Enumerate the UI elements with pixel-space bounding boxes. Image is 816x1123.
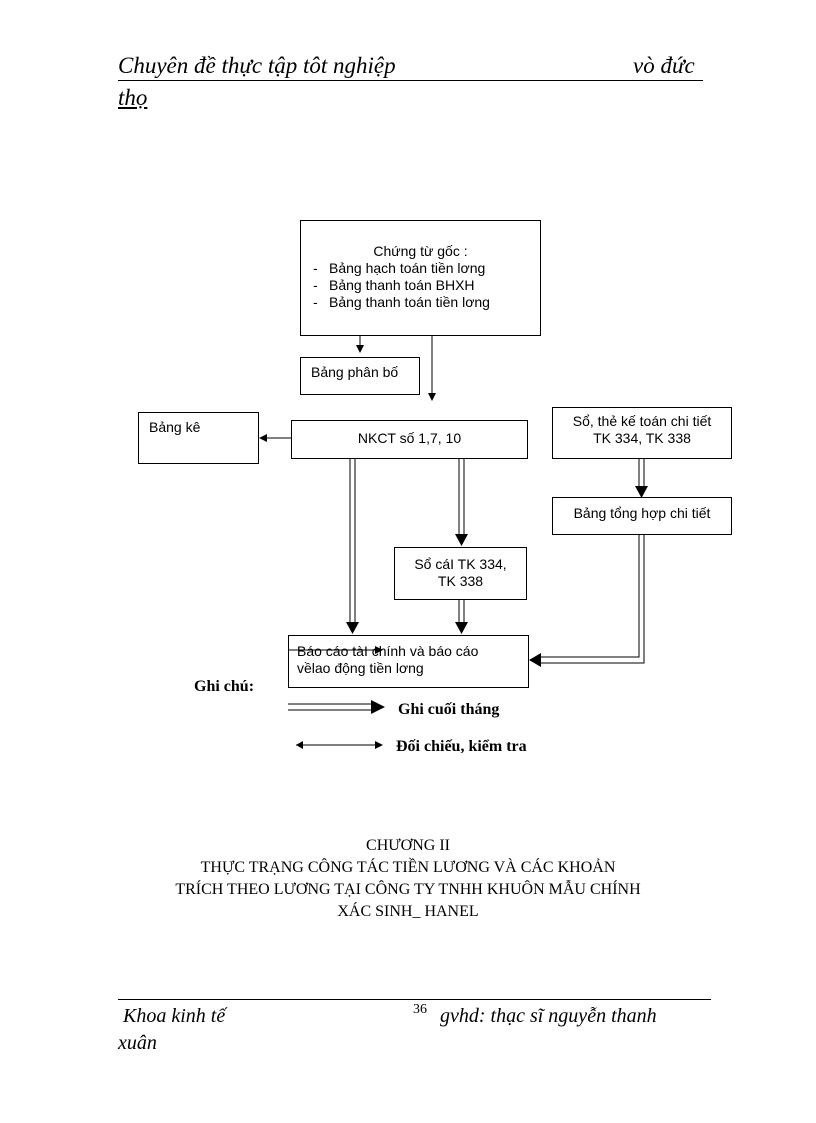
legend-single-arrow-tail — [296, 741, 303, 749]
arrow-so-cai-to-bao-cao-head — [455, 622, 468, 634]
arrow-so-the-to-tong-hop-head — [635, 486, 648, 498]
detail-ledger-box: Sổ, thẻ kế toán chi tiết TK 334, TK 338 — [552, 407, 732, 459]
arrow-nkct-to-bao-cao-head — [346, 622, 359, 634]
header-author-continued: thọ — [118, 85, 148, 110]
allocation-table-label: Bảng phân bố — [311, 364, 399, 380]
general-ledger-box: Sổ cáI TK 334, TK 338 — [394, 547, 527, 600]
legend-title: Ghi chú: — [194, 678, 255, 695]
source-documents-box: Chứng từ gốc : Bảng hạch toán tiền lơng … — [300, 220, 541, 336]
header-rule — [118, 80, 703, 81]
arrow-tong-hop-to-bao-cao-head — [529, 653, 541, 667]
source-item: Bảng hạch toán tiền lơng — [313, 260, 540, 277]
chapter-title-line3: XÁC SINH_ HANEL — [337, 903, 479, 920]
list-table-box: Bảng kê — [138, 412, 259, 464]
footer-supervisor-continued: xuân — [118, 1032, 157, 1054]
detail-ledger-line2: TK 334, TK 338 — [593, 430, 691, 446]
page-number: 36 — [413, 1002, 427, 1017]
chapter-number: CHƯƠNG II — [366, 837, 450, 854]
financial-report-box: Báo cáo tàI chính và báo cáo vềlao động … — [288, 635, 529, 688]
financial-report-line2: vềlao động tiền lơng — [297, 660, 424, 676]
legend-check-label: Đối chiếu, kiểm tra — [396, 738, 527, 755]
arrow-tong-hop-to-bao-cao-a — [540, 535, 640, 658]
source-item: Bảng thanh toán BHXH — [313, 277, 540, 294]
general-ledger-line2: TK 338 — [437, 573, 484, 589]
footer-department: Khoa kinh tế — [123, 1005, 226, 1027]
header-author: vò đức — [633, 53, 695, 78]
source-item: Bảng thanh toán tiền lơng — [313, 294, 540, 311]
source-title: Chứng từ gốc : — [373, 243, 468, 259]
chapter-title-line2: TRÍCH THEO LƯƠNG TẠI CÔNG TY TNHH KHUÔN … — [175, 881, 641, 898]
chapter-title-line1: THỰC TRẠNG CÔNG TÁC TIỀN LƯƠNG VÀ CÁC KH… — [200, 859, 616, 876]
detail-summary-label: Bảng tổng hợp chi tiết — [573, 505, 711, 521]
nkct-box: NKCT số 1,7, 10 — [291, 420, 528, 459]
list-table-label: Bảng kê — [149, 419, 201, 435]
legend-double-arrow-head — [371, 700, 385, 714]
detail-summary-box: Bảng tổng hợp chi tiết — [552, 497, 732, 535]
allocation-table-box: Bảng phân bố — [300, 357, 420, 395]
legend-monthly-label: Ghi cuối tháng — [398, 701, 500, 718]
financial-report-line1: Báo cáo tàI chính và báo cáo — [297, 643, 479, 659]
source-list: Bảng hạch toán tiền lơng Bảng thanh toán… — [301, 260, 540, 311]
footer-supervisor: gvhd: thạc sĩ nguyễn thanh — [440, 1005, 657, 1027]
footer-rule — [118, 999, 711, 1000]
detail-ledger-line1: Sổ, thẻ kế toán chi tiết — [572, 413, 712, 429]
arrow-nkct-to-so-cai-head — [455, 534, 468, 546]
header-title: Chuyên đề thực tập tôt nghiệp — [118, 53, 396, 78]
general-ledger-line1: Sổ cáI TK 334, — [414, 556, 507, 572]
arrow-tong-hop-to-bao-cao-b — [540, 535, 645, 664]
nkct-label: NKCT số 1,7, 10 — [357, 430, 462, 446]
chapter-heading: CHƯƠNG II THỰC TRẠNG CÔNG TÁC TIỀN LƯƠNG… — [100, 835, 716, 923]
